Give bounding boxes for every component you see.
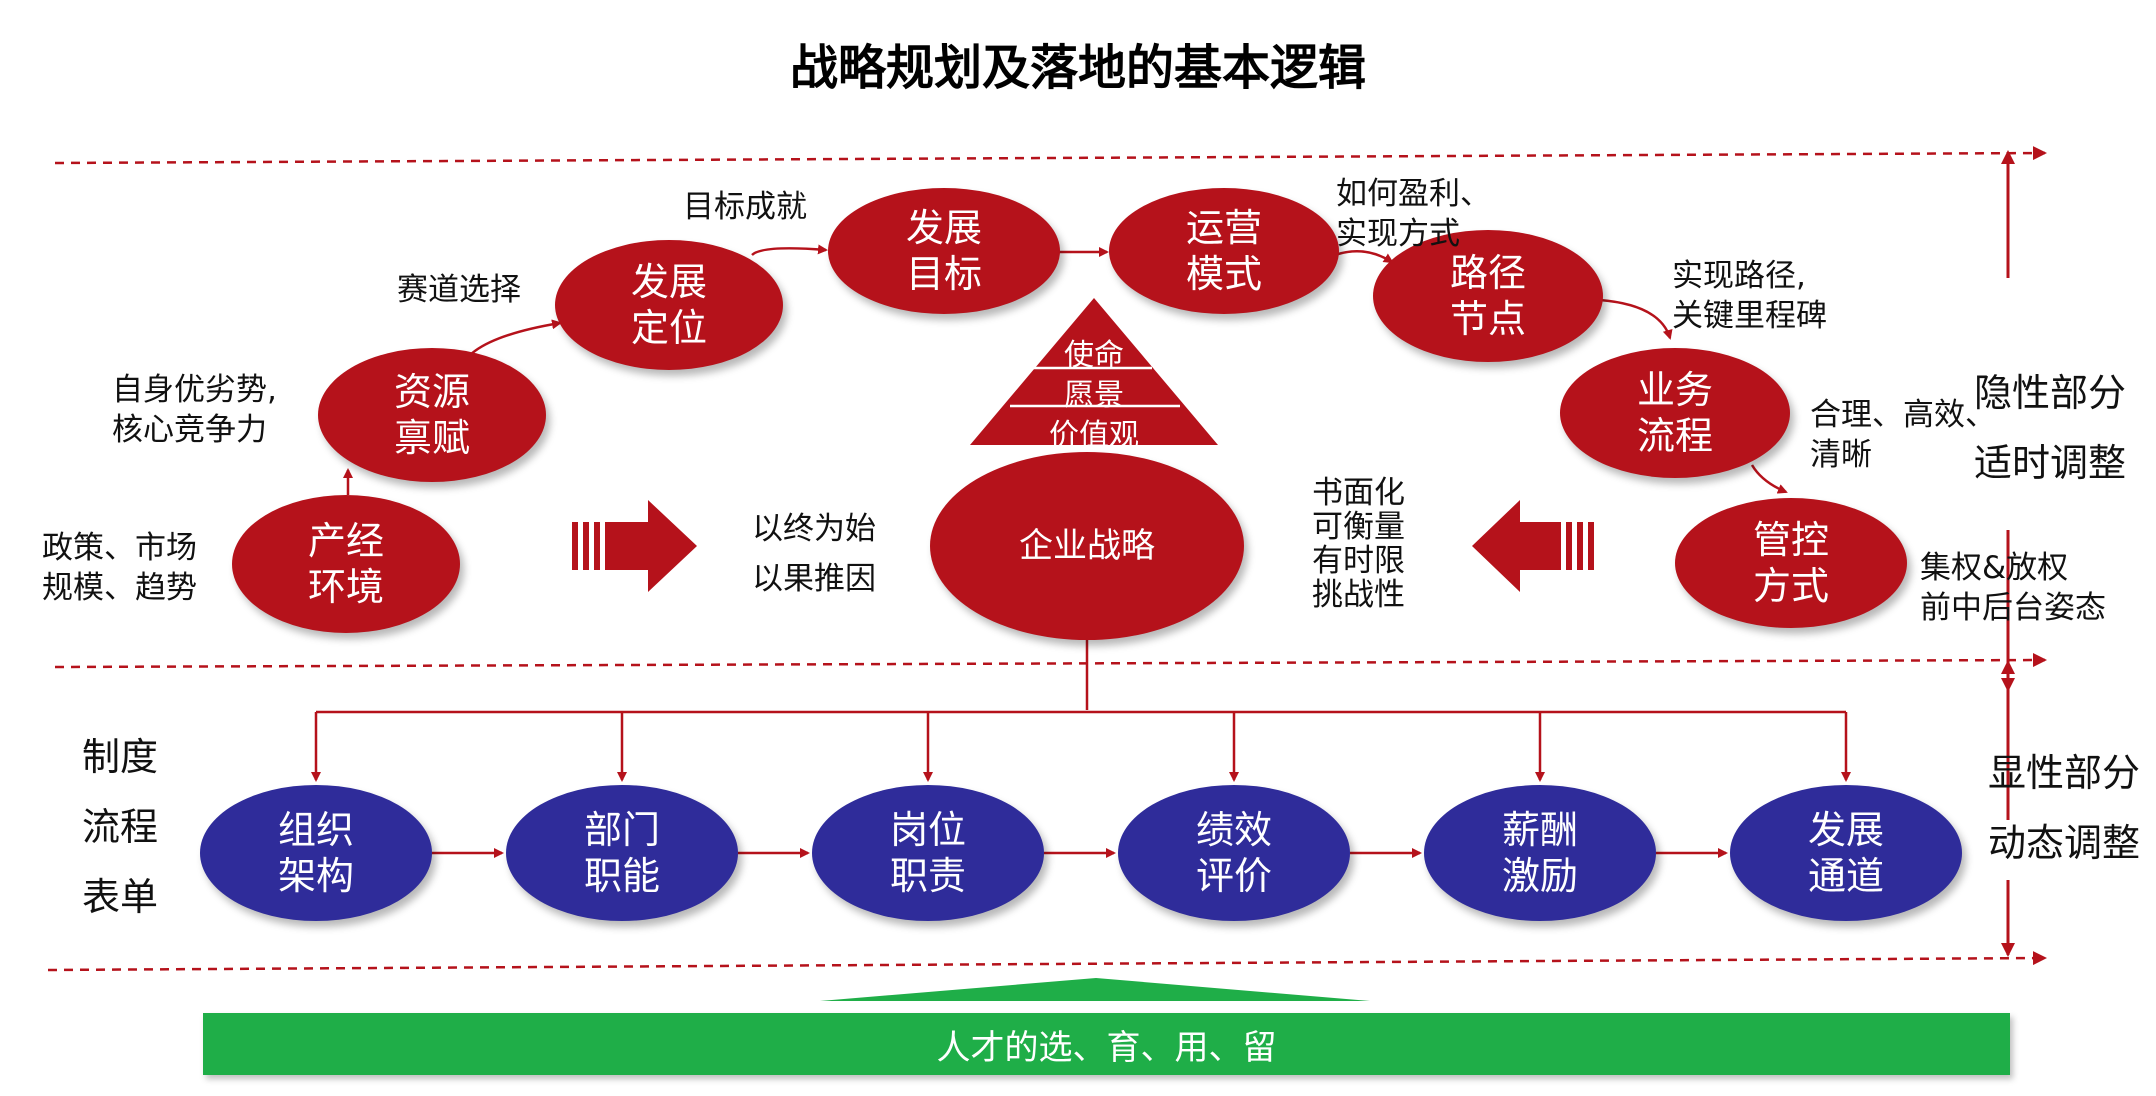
node-position-duties: 岗位职责 [812, 785, 1044, 921]
node-career-path: 发展通道 [1730, 785, 1962, 921]
node-department-functions: 部门职能 [506, 785, 738, 921]
right-label-implicit: 隐性部分适时调整 [1974, 371, 2127, 485]
annotation-development-goal: 目标成就 [683, 189, 807, 225]
arrow-n3-n4 [751, 244, 828, 257]
foundation-label: 人才的选、育、用、留 [936, 1027, 1277, 1068]
node-development-goal: 发展目标 [828, 188, 1060, 314]
pyramid-label-values: 价值观 [1049, 418, 1139, 453]
dashed-line-middle [54, 653, 2047, 669]
right-arrow-caption: 书面化可衡量 有时限挑战性 [1312, 475, 1405, 613]
annotation-operating-model: 如何盈利、实现方式 [1336, 176, 1491, 252]
node-performance-evaluation: 绩效评价 [1118, 785, 1350, 921]
node-compensation-incentive: 薪酬激励 [1424, 785, 1656, 921]
pyramid-shape [970, 298, 1218, 445]
annotation-path-milestones: 实现路径,关键里程碑 [1672, 258, 1827, 334]
node-industry-environment: 产经环境 [232, 495, 460, 633]
arrow-n5-n6 [1334, 250, 1394, 264]
arrow-n7-n8 [1750, 464, 1788, 494]
dashed-line-top [54, 146, 2047, 165]
annotation-business-process: 合理、高效、清晰 [1810, 397, 1996, 473]
dashed-line-bottom [47, 951, 2047, 972]
node-path-milestones: 路径节点 [1373, 230, 1603, 362]
node-business-process: 业务流程 [1560, 348, 1790, 478]
node-org-structure: 组织架构 [200, 785, 432, 921]
node-corporate-strategy: 企业战略 [930, 452, 1244, 640]
arrow-n6-n7 [1599, 298, 1673, 340]
annotation-industry-environment: 政策、市场规模、趋势 [42, 530, 197, 606]
annotation-control-mode: 集权&放权前中后台姿态 [1920, 550, 2106, 626]
left-arrow-caption: 以终为始以果推因 [752, 511, 876, 597]
block-arrow-left [1472, 500, 1594, 592]
foundation-bar: 人才的选、育、用、留 [203, 1013, 2010, 1075]
left-label-systems: 制度流程表单 [82, 735, 159, 919]
node-operating-model: 运营模式 [1109, 188, 1339, 314]
pyramid-label-vision: 愿景 [1064, 378, 1124, 413]
node-development-positioning: 发展定位 [555, 240, 783, 370]
node-control-mode: 管控方式 [1675, 498, 1907, 628]
page-title: 战略规划及落地的基本逻辑 [789, 40, 1366, 96]
pyramid-label-mission: 使命 [1064, 338, 1124, 373]
foundation-triangle [820, 978, 1370, 1001]
node-resource-endowment: 资源禀赋 [318, 348, 546, 482]
annotation-resource-endowment: 自身优劣势,核心竞争力 [112, 372, 277, 448]
right-label-explicit: 显性部分动态调整 [1988, 751, 2141, 865]
block-arrow-right [572, 500, 697, 592]
annotation-development-positioning: 赛道选择 [397, 272, 521, 308]
